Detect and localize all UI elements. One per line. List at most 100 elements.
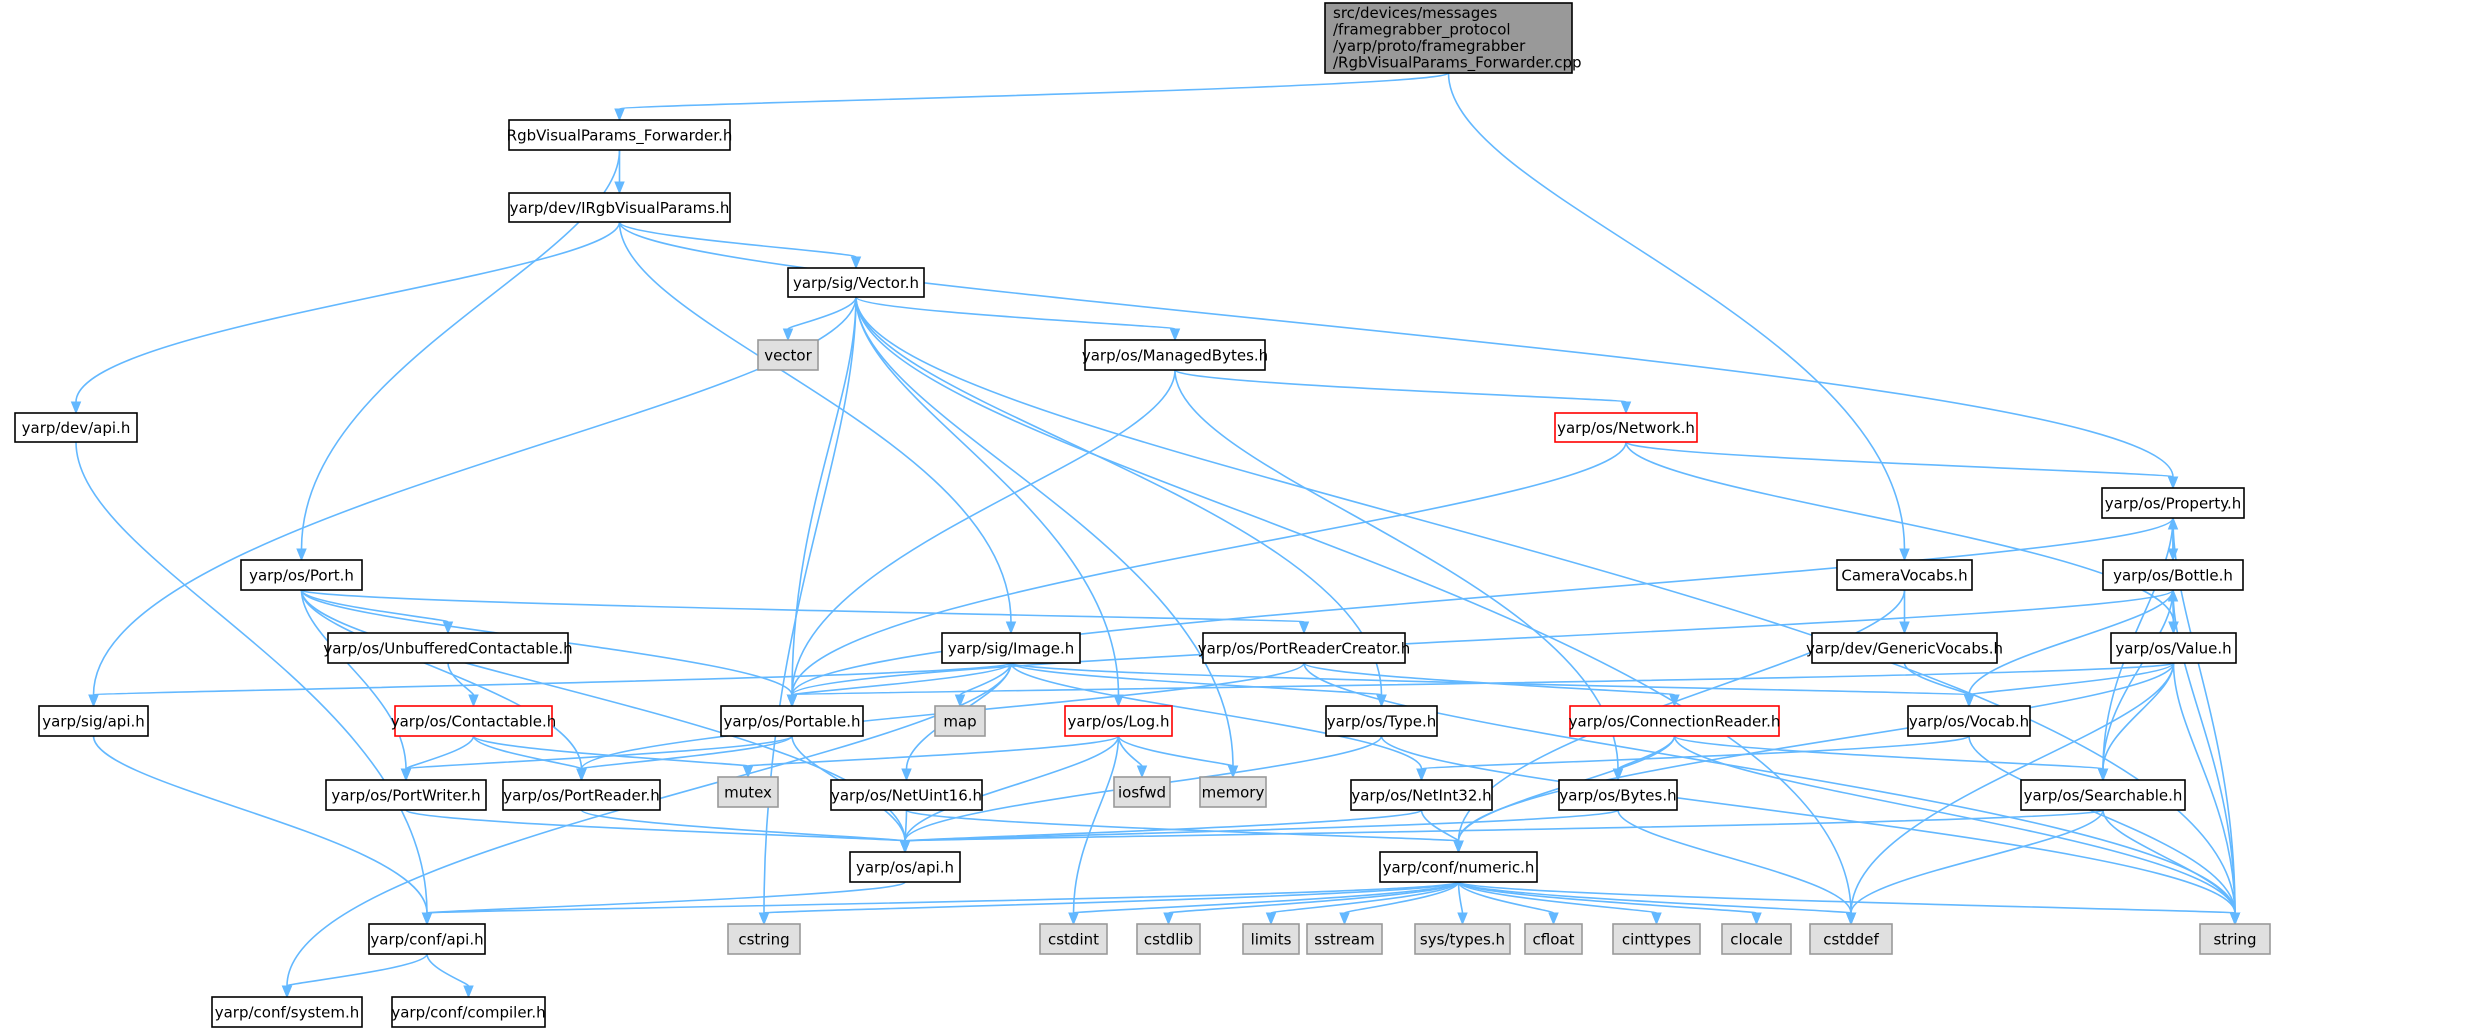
node-system[interactable]: yarp/conf/system.h <box>211 996 363 1028</box>
arrowhead-bottle-to-property <box>2167 516 2179 530</box>
edge-property-to-portable <box>791 517 2174 696</box>
node-cstdint-box <box>1039 923 1108 955</box>
edge-image-to-sig_api <box>92 662 1012 696</box>
node-netint32-box <box>1350 779 1493 811</box>
node-property[interactable]: yarp/os/Property.h <box>2101 487 2245 519</box>
edge-numeric-to-string <box>1457 881 2236 914</box>
edge-genvocabs-to-vocab <box>1903 662 1970 696</box>
node-genvocabs-label: yarp/dev/GenericVocabs.h <box>1806 640 2003 658</box>
node-contactable-label: yarp/os/Contactable.h <box>391 713 557 731</box>
edge-portable-to-portwriter <box>405 735 793 770</box>
node-vocab[interactable]: yarp/os/Vocab.h <box>1907 705 2031 737</box>
arrowhead-portable-to-portwriter <box>400 768 412 782</box>
arrowhead-log-to-iosfwd <box>1136 765 1148 779</box>
node-genvocabs[interactable]: yarp/dev/GenericVocabs.h <box>1806 632 2003 664</box>
node-string-label: string <box>2213 931 2256 949</box>
node-searchable[interactable]: yarp/os/Searchable.h <box>2020 779 2186 811</box>
node-compiler[interactable]: yarp/conf/compiler.h <box>391 996 546 1028</box>
node-numeric[interactable]: yarp/conf/numeric.h <box>1379 851 1538 883</box>
node-type[interactable]: yarp/os/Type.h <box>1325 705 1438 737</box>
node-root[interactable]: src/devices/messages/framegrabber_protoc… <box>1324 2 1582 74</box>
node-managed-box <box>1084 339 1266 371</box>
node-vector_h[interactable]: yarp/sig/Vector.h <box>787 267 925 298</box>
edge-port-to-prcreator <box>300 589 1305 623</box>
node-unbuffered[interactable]: yarp/os/UnbufferedContactable.h <box>323 632 573 664</box>
node-port[interactable]: yarp/os/Port.h <box>240 559 363 591</box>
arrowhead-prcreator-to-connreader <box>1669 694 1680 708</box>
node-value[interactable]: yarp/os/Value.h <box>2110 632 2237 664</box>
node-conf_api[interactable]: yarp/conf/api.h <box>368 923 486 955</box>
node-portwriter-label: yarp/os/PortWriter.h <box>331 787 480 805</box>
node-portwriter-box <box>325 779 487 811</box>
node-root-label-line-3: /RgbVisualParams_Forwarder.cpp <box>1333 53 1582 72</box>
node-netuint16[interactable]: yarp/os/NetUint16.h <box>830 779 983 811</box>
node-bottle[interactable]: yarp/os/Bottle.h <box>2102 559 2244 591</box>
node-iosfwd-box <box>1113 776 1171 808</box>
edge-connreader-to-searchable <box>1673 735 2104 770</box>
node-camvocabs-label: CameraVocabs.h <box>1841 567 1967 585</box>
node-portreader[interactable]: yarp/os/PortReader.h <box>502 779 661 811</box>
edge-numeric-to-conf_api <box>426 881 1460 914</box>
node-mutex-box <box>717 776 779 808</box>
node-iosfwd: iosfwd <box>1113 776 1171 808</box>
node-image[interactable]: yarp/sig/Image.h <box>941 632 1081 664</box>
node-connreader-box <box>1569 705 1780 737</box>
node-string-box <box>2199 923 2271 955</box>
node-prcreator[interactable]: yarp/os/PortReaderCreator.h <box>1198 632 1411 664</box>
edge-unbuffered-to-contactable <box>447 662 475 696</box>
edge-managed-to-bytes <box>1174 369 1619 770</box>
node-bytes[interactable]: yarp/os/Bytes.h <box>1558 779 1678 811</box>
edge-vector_h-to-log <box>855 296 1120 696</box>
node-camvocabs[interactable]: CameraVocabs.h <box>1836 559 1973 591</box>
edge-value-to-vocab <box>1968 662 2175 696</box>
node-mutex: mutex <box>717 776 779 808</box>
arrowhead-numeric-to-cstring <box>758 912 770 926</box>
arrowhead-numeric-to-string <box>2229 912 2241 926</box>
node-vocab-box <box>1907 705 2031 737</box>
edge-searchable-to-string <box>2102 809 2236 914</box>
node-cstdlib: cstdlib <box>1136 923 1201 955</box>
edge-log-to-cstdint <box>1072 735 1120 914</box>
node-cstdint-label: cstdint <box>1048 931 1099 949</box>
edge-bottle-to-string <box>2172 589 2236 914</box>
edge-irgb-to-dev_api <box>75 221 621 403</box>
node-sstream-box <box>1306 923 1383 955</box>
arrowhead-image-to-type <box>1376 694 1387 708</box>
node-os_api[interactable]: yarp/os/api.h <box>849 851 961 883</box>
node-irgb[interactable]: yarp/dev/IRgbVisualParams.h <box>508 192 731 223</box>
edge-log-to-os_api <box>904 735 1120 842</box>
edge-numeric-to-cstring <box>763 881 1460 914</box>
arrowhead-value-to-bottle <box>2167 588 2179 602</box>
node-bytes-label: yarp/os/Bytes.h <box>1559 787 1676 805</box>
edge-sig_api-to-conf_api <box>92 735 428 914</box>
edge-log-to-memory <box>1117 735 1234 767</box>
edge-bottle-to-searchable <box>2102 589 2174 770</box>
node-map-box <box>934 705 986 737</box>
node-fwd_h[interactable]: RgbVisualParams_Forwarder.h <box>507 119 733 151</box>
node-dev_api[interactable]: yarp/dev/api.h <box>14 412 138 443</box>
node-sig_api[interactable]: yarp/sig/api.h <box>38 705 149 737</box>
node-netint32[interactable]: yarp/os/NetInt32.h <box>1350 779 1493 811</box>
node-clocale-box <box>1721 923 1792 955</box>
node-cinttypes: cinttypes <box>1612 923 1701 955</box>
edge-bottle-to-vocab <box>1968 589 2174 696</box>
edge-layer <box>70 72 2241 999</box>
node-type-label: yarp/os/Type.h <box>1327 713 1437 731</box>
node-connreader[interactable]: yarp/os/ConnectionReader.h <box>1569 705 1781 737</box>
node-prcreator-box <box>1202 632 1406 664</box>
edge-numeric-to-cfloat <box>1457 881 1555 914</box>
node-managed[interactable]: yarp/os/ManagedBytes.h <box>1082 339 1268 371</box>
node-managed-label: yarp/os/ManagedBytes.h <box>1082 347 1268 365</box>
edge-managed-to-network <box>1174 369 1627 403</box>
arrowhead-vector_h-to-vector <box>782 328 794 342</box>
node-root-label-line-1: /framegrabber_protocol <box>1333 20 1511 39</box>
node-log[interactable]: yarp/os/Log.h <box>1064 705 1173 737</box>
node-network-box <box>1554 412 1698 443</box>
node-network[interactable]: yarp/os/Network.h <box>1554 412 1698 443</box>
arrowhead-camvocabs-to-genvocabs <box>1899 621 1910 635</box>
node-portwriter[interactable]: yarp/os/PortWriter.h <box>325 779 487 811</box>
node-portable[interactable]: yarp/os/Portable.h <box>720 705 864 737</box>
node-contactable[interactable]: yarp/os/Contactable.h <box>391 705 557 737</box>
node-clocale-label: clocale <box>1730 931 1782 949</box>
edge-connreader-to-bytes <box>1617 735 1676 770</box>
